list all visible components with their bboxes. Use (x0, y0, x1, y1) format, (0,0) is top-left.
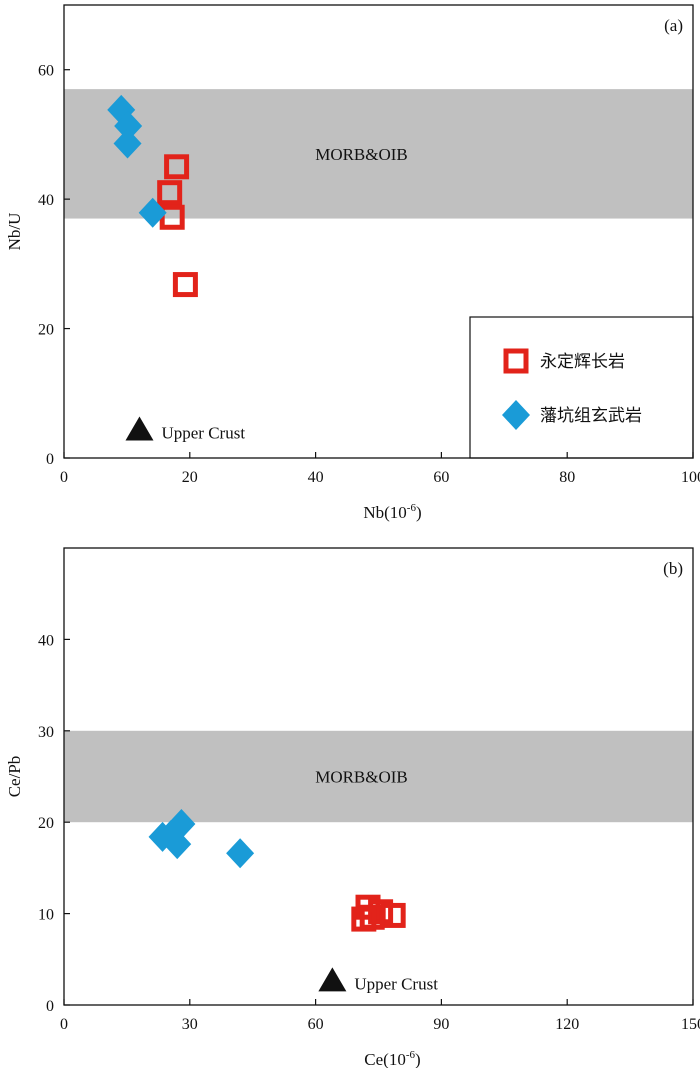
gabbro-point-5 (351, 906, 377, 932)
morb-oib-band (64, 730, 693, 823)
basalt-point-2 (114, 111, 143, 142)
x-tick-label: 0 (60, 1016, 68, 1033)
gabbro-point-2 (157, 180, 183, 206)
band-label: MORB&OIB (315, 768, 408, 787)
y-axis-title: Nb/U (5, 213, 24, 251)
y-tick-label: 10 (38, 907, 54, 924)
plot-frame (63, 4, 694, 459)
basalt-point-4 (163, 829, 192, 860)
morb-oib-band (64, 89, 693, 219)
y-tick-label: 20 (38, 815, 54, 832)
legend-label-1: 永定辉长岩 (540, 352, 625, 372)
band-label: MORB&OIB (315, 145, 408, 164)
x-axis-title: Ce(10-6) (364, 1049, 420, 1068)
y-tick-label: 0 (46, 998, 54, 1015)
legend-marker-2 (502, 400, 530, 430)
legend-marker-1 (503, 348, 529, 374)
x-tick-label: 120 (555, 1016, 579, 1033)
x-tick-label: 90 (433, 1016, 449, 1033)
panel-label: (a) (664, 16, 683, 35)
x-axis-title: Nb(10-6) (363, 502, 421, 522)
y-tick-label: 60 (38, 63, 54, 80)
x-tick-label: 60 (433, 469, 449, 486)
basalt-point-4 (138, 197, 167, 228)
basalt-point-3 (113, 128, 142, 159)
upper-crust-marker (125, 416, 154, 441)
y-tick-label: 0 (46, 451, 54, 468)
x-tick-label: 0 (60, 469, 68, 486)
y-tick-label: 20 (38, 322, 54, 339)
upper-crust-label: Upper Crust (354, 974, 438, 993)
y-tick-label: 40 (38, 632, 54, 649)
gabbro-point-1 (164, 154, 190, 180)
upper-crust-marker (318, 967, 347, 992)
x-tick-label: 20 (182, 469, 198, 486)
y-axis-title: Ce/Pb (5, 756, 24, 798)
upper-crust-label: Upper Crust (161, 424, 245, 443)
x-tick-label: 60 (308, 1016, 324, 1033)
gabbro-point-4 (172, 272, 198, 298)
chart-panel-b: MORB&OIB 0 30 60 90 120 150 0 10 20 30 40 (b) Ce(10-6… (5, 547, 700, 1068)
x-tick-label: 40 (308, 469, 324, 486)
legend-label-2: 藩坑组玄武岩 (540, 406, 642, 426)
y-tick-label: 30 (38, 724, 54, 741)
legend-box (469, 316, 694, 459)
basalt-point-5 (226, 838, 255, 869)
x-tick-label: 80 (559, 469, 575, 486)
basalt-point-3 (167, 809, 196, 840)
x-tick-label: 30 (182, 1016, 198, 1033)
plot-frame (63, 547, 694, 1006)
x-tick-label: 100 (681, 469, 700, 486)
y-tick-label: 40 (38, 192, 54, 209)
x-tick-label: 150 (681, 1016, 700, 1033)
panel-label: (b) (663, 559, 683, 578)
